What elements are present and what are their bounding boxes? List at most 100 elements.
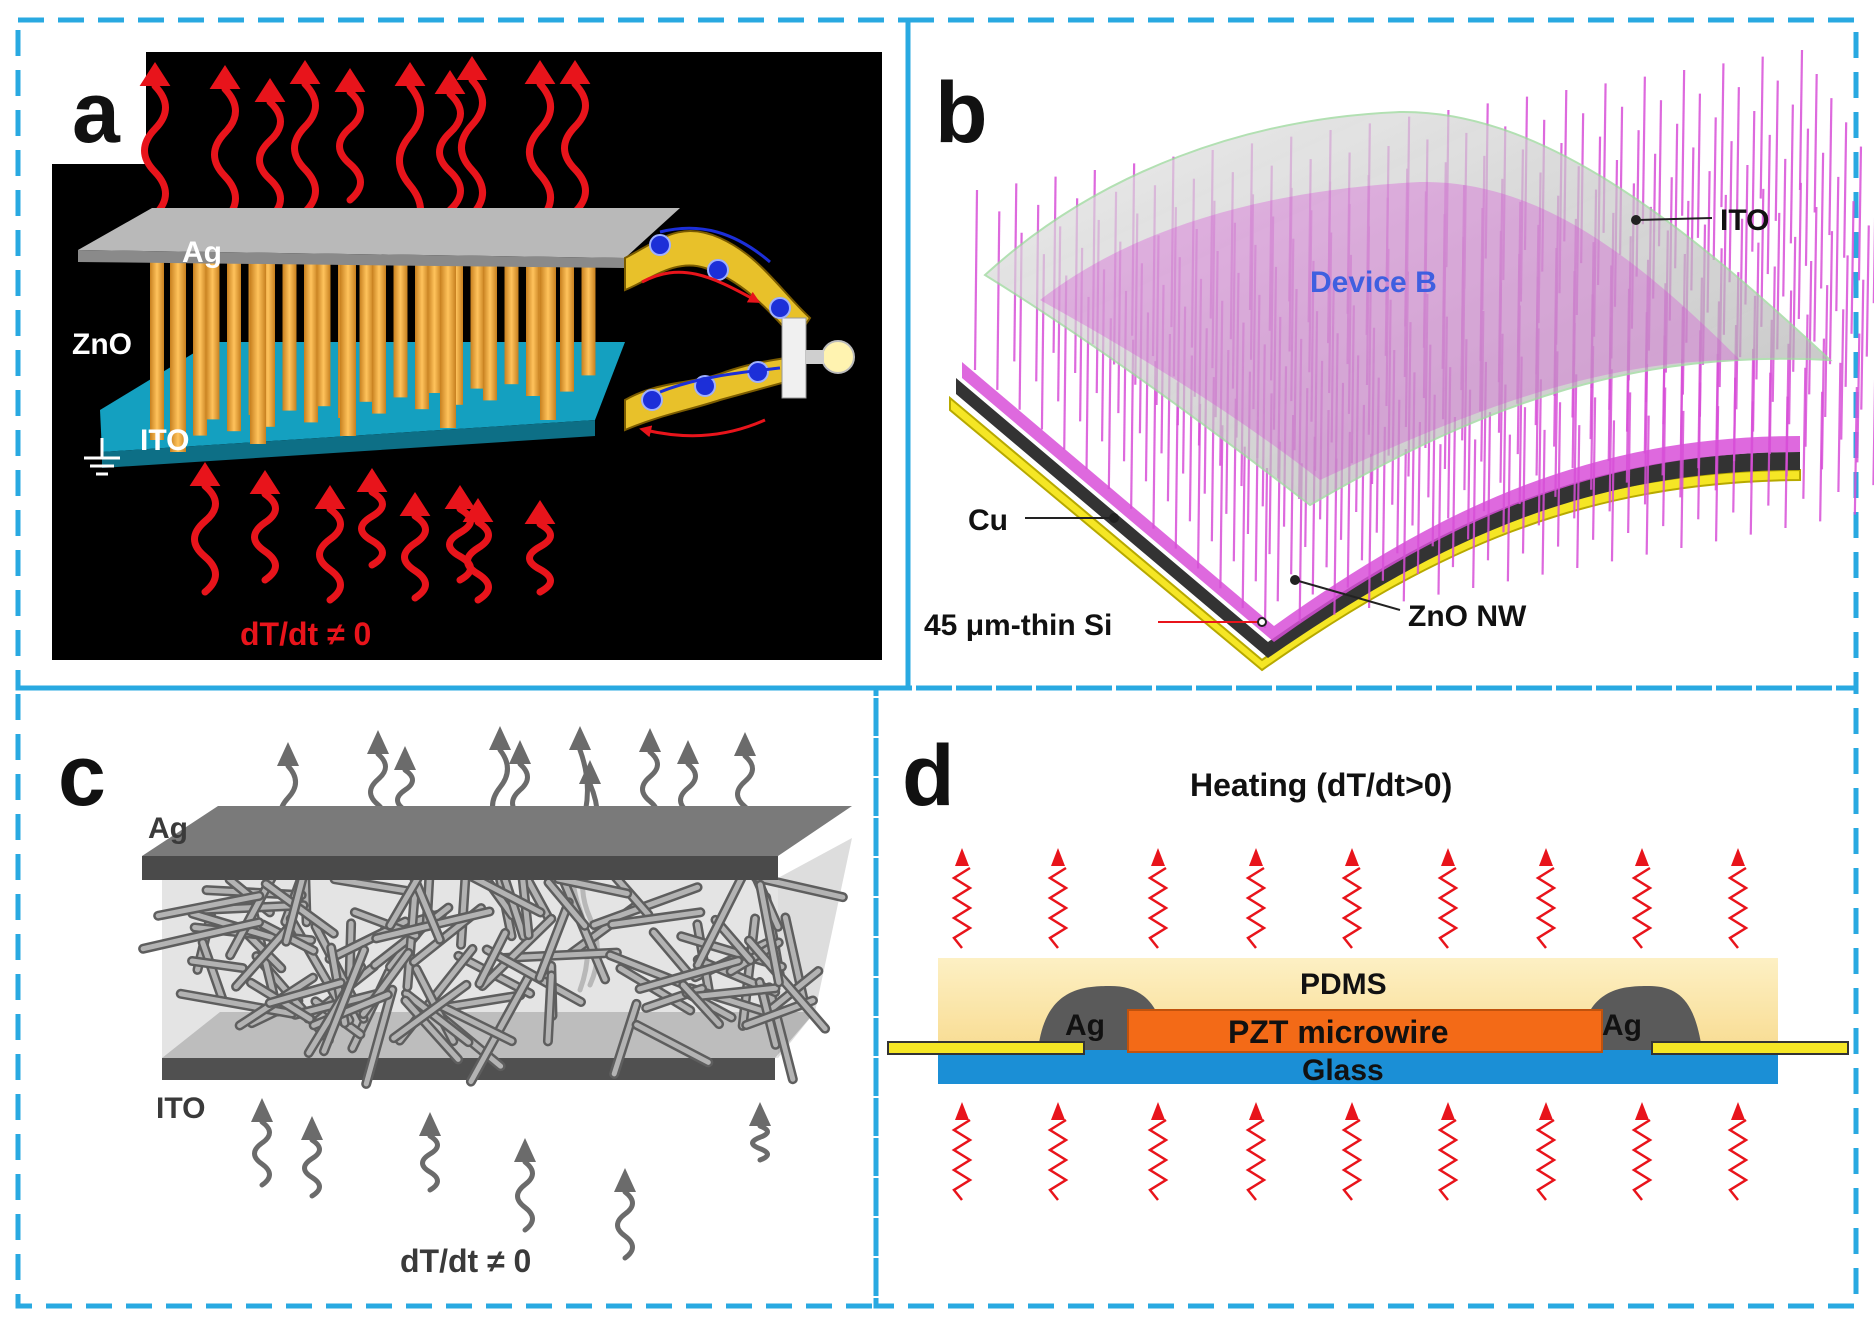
heat-wave-arrow-icon bbox=[249, 470, 281, 494]
ag-plate-c-edge bbox=[142, 856, 778, 880]
heat-arrows-bottom-c bbox=[251, 1098, 771, 1261]
panel-a: a bbox=[52, 52, 882, 660]
nanowire-segment bbox=[332, 876, 409, 894]
heat-wave-arrow-icon bbox=[514, 1138, 536, 1162]
zno-nanowire bbox=[1744, 164, 1749, 305]
ag-plate-edge bbox=[78, 250, 625, 268]
ito-sheet bbox=[983, 110, 1833, 507]
heat-wave-arrow-icon bbox=[750, 1123, 770, 1163]
heat-wave-arrow-icon bbox=[420, 1133, 440, 1193]
zno-nanorod bbox=[440, 262, 456, 428]
zno-nanowire bbox=[1804, 128, 1810, 266]
panel-d-letter: d bbox=[902, 728, 955, 824]
nanowire-segment bbox=[267, 980, 344, 1006]
heat-wave-arrow-icon bbox=[456, 56, 488, 80]
zno-nanowire bbox=[1697, 382, 1702, 520]
zno-nanowire bbox=[1813, 74, 1818, 213]
zno-nanorods bbox=[150, 258, 596, 452]
zno-nanorod bbox=[560, 258, 574, 392]
heat-wave-arrow-icon bbox=[289, 60, 321, 84]
heat-wave-arrow-icon bbox=[458, 76, 486, 219]
zno-nanorod bbox=[483, 258, 497, 401]
zno-nanorod bbox=[427, 258, 442, 393]
heat-wave-arrow-icon bbox=[1249, 848, 1263, 866]
heat-wave-arrow-icon bbox=[749, 1102, 771, 1126]
zno-nanowire bbox=[1844, 255, 1849, 387]
heat-wave-arrow-icon bbox=[1047, 1118, 1069, 1201]
heat-wave-arrow-icon bbox=[464, 518, 492, 604]
zno-nanowire bbox=[1680, 410, 1685, 549]
heat-arrows-top bbox=[139, 56, 591, 239]
zno-nanorod bbox=[581, 258, 596, 376]
heat-wave-arrow-icon bbox=[419, 1112, 441, 1136]
nanowire-segment bbox=[690, 985, 778, 1000]
heat-wave-arrow-icon bbox=[955, 848, 969, 866]
nanowire-segment bbox=[402, 998, 461, 1062]
electron-icon bbox=[707, 259, 729, 281]
zno-nanowire bbox=[1643, 364, 1649, 505]
heat-wave-arrow-icon bbox=[1151, 1102, 1165, 1120]
heat-wave-arrow-icon bbox=[1731, 848, 1745, 866]
zno-nanorod bbox=[393, 258, 408, 398]
zno-nanowire bbox=[1728, 141, 1733, 283]
nanowire-segment bbox=[637, 958, 741, 992]
current-arrow-lower bbox=[639, 418, 766, 438]
heat-wave-arrow-icon bbox=[579, 760, 601, 784]
heat-wave-arrow-icon bbox=[251, 490, 279, 584]
condition-label-c: dT/dt ≠ 0 bbox=[400, 1243, 531, 1279]
heat-wave-arrow-icon bbox=[1345, 848, 1359, 866]
zno-nanowire bbox=[1857, 146, 1863, 281]
ag-label: Ag bbox=[182, 236, 222, 269]
heat-wave-arrow-icon bbox=[1539, 1102, 1553, 1120]
zno-nanowire bbox=[1402, 448, 1407, 602]
zno-nanorod bbox=[415, 258, 429, 410]
nanowire-segment bbox=[404, 891, 418, 990]
heat-wave-arrow-icon bbox=[141, 82, 169, 219]
heat-wave-arrow-icon bbox=[394, 62, 426, 86]
zno-nanowire bbox=[1856, 333, 1861, 463]
nanowire-segment bbox=[634, 1022, 711, 1065]
heat-wave-arrow-icon bbox=[489, 726, 511, 750]
zno-nanowire bbox=[1843, 122, 1848, 258]
heat-wave-arrow-icon bbox=[1341, 866, 1363, 949]
zno-nanowire bbox=[1828, 98, 1833, 236]
heat-wave-arrow-icon bbox=[526, 520, 554, 596]
heat-wave-arrow-icon bbox=[401, 512, 429, 602]
heat-wave-arrow-icon bbox=[615, 1189, 635, 1261]
zno-nanowire bbox=[1837, 362, 1842, 493]
zno-nanorod bbox=[205, 258, 220, 420]
heat-wave-arrow-icon bbox=[1051, 1102, 1065, 1120]
ag-plate bbox=[78, 208, 680, 258]
nanowire-segment bbox=[611, 1001, 640, 1077]
heat-wave-arrow-icon bbox=[614, 1168, 636, 1192]
zno-nanowire bbox=[1813, 206, 1818, 342]
zno-nanowire bbox=[1196, 403, 1202, 569]
panel-a-letter: a bbox=[72, 65, 121, 161]
zno-nanowire bbox=[1802, 367, 1807, 499]
zno-nanowire bbox=[1797, 182, 1802, 320]
heat-wave-arrow-icon bbox=[316, 505, 344, 604]
zno-nanowire bbox=[1541, 429, 1546, 575]
zno-nanowire bbox=[1537, 379, 1542, 526]
heat-wave-arrow-icon bbox=[1631, 866, 1653, 949]
zno-nanowire bbox=[1367, 453, 1373, 609]
heat-wave-arrow-icon bbox=[1341, 1118, 1363, 1201]
zno-nanowire bbox=[1759, 56, 1764, 199]
zno-nanowire bbox=[1835, 176, 1840, 312]
zno-nanowire bbox=[1472, 439, 1477, 589]
zno-nanowire bbox=[1860, 279, 1865, 410]
electron-icon bbox=[769, 297, 791, 319]
zno-nanorod bbox=[193, 258, 207, 436]
nanowire-segment bbox=[189, 958, 246, 971]
nanowire-segment bbox=[651, 929, 693, 978]
ito-label-b: ITO bbox=[1720, 204, 1769, 237]
nanowire-segment bbox=[411, 875, 443, 943]
heat-wave-arrow-icon bbox=[677, 740, 699, 764]
heat-wave-arrow-icon bbox=[1441, 1102, 1455, 1120]
zno-nanorod bbox=[304, 258, 318, 423]
external-circuit bbox=[624, 226, 855, 438]
heat-wave-arrow-icon bbox=[559, 60, 591, 84]
heat-wave-arrow-icon bbox=[314, 485, 346, 509]
zno-nanorod bbox=[540, 262, 556, 420]
current-arrow-upper bbox=[641, 270, 761, 303]
